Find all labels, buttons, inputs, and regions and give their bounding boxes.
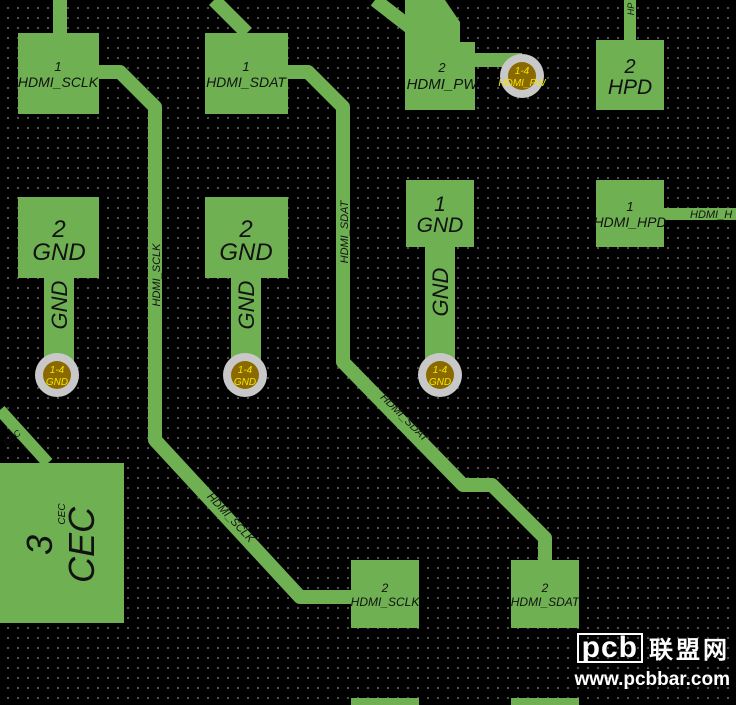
pad-gnd-a-net: GND — [32, 239, 85, 266]
pad-gnd-a-number: 2 — [51, 216, 65, 243]
pad-cec-3-label: 3 CEC CEC — [19, 503, 102, 583]
trace-label-sdat-diagonal: HDMI_SDAT — [378, 391, 432, 445]
trace-hdmi-sdat-top — [209, 0, 252, 38]
via-hdmi-pw-net: HDMI_PW — [498, 78, 547, 89]
via-gnd-a-layers: 1-4 — [50, 365, 65, 376]
pad-cec-3-number: 3 — [19, 535, 60, 555]
via-gnd-a: 1-4 GND — [35, 353, 79, 397]
pad-hdmi-sclk-2-number: 2 — [381, 581, 389, 595]
via-hdmi-pw: 1-4 HDMI_PW — [498, 54, 547, 98]
via-gnd-b: 1-4 GND — [223, 353, 267, 397]
pad-hdmi-sclk-1-number: 1 — [54, 59, 61, 74]
pad-hdmi-hpd-1-number: 1 — [626, 199, 633, 214]
trace-label-sclk-vertical: HDMI_SCLK — [151, 243, 163, 307]
trace-label-gnd-c: GND — [428, 267, 453, 316]
watermark-logo: pcb 联盟网 — [574, 630, 730, 665]
pad-hdmi-sdat-2-net: HDMI_SDAT — [511, 595, 581, 609]
trace-label-gnd-a: GND — [47, 280, 72, 329]
pad-cec-3-small-net: CEC — [57, 503, 68, 525]
pad-gnd-b-net: GND — [219, 239, 272, 266]
pad-hpd-2-net: HPD — [608, 76, 652, 99]
trace-label-hpd-top: HP — [626, 3, 636, 16]
pad-partial-bottom-left — [351, 698, 419, 705]
pad-hdmi-pw-2-number: 2 — [437, 60, 446, 75]
watermark: pcb 联盟网 www.pcbbar.com — [574, 630, 730, 691]
pad-hdmi-sdat-2-number: 2 — [541, 581, 549, 595]
watermark-brand: pcb — [576, 632, 643, 663]
pad-gnd-c — [406, 180, 474, 247]
trace-cec — [0, 405, 53, 468]
pad-gnd-b-number: 2 — [238, 216, 252, 243]
pad-hdmi-sclk-2-net: HDMI_SCLK — [351, 595, 421, 609]
via-gnd-c-layers: 1-4 — [433, 365, 448, 376]
trace-label-sdat-vertical: HDMI_SDAT — [339, 199, 351, 263]
vias: 1-4 HDMI_PW 1-4 GND 1-4 GND 1-4 GND — [35, 54, 547, 397]
pad-hdmi-sclk-1 — [18, 33, 99, 114]
via-gnd-b-net: GND — [234, 377, 256, 388]
trace-hdmi-sdat — [288, 65, 552, 560]
pad-gnd-c-number: 1 — [434, 193, 446, 216]
pad-hdmi-sclk-1-net: HDMI_SCLK — [18, 74, 99, 90]
via-gnd-c-net: GND — [429, 377, 451, 388]
trace-hdmi-sclk — [98, 65, 352, 604]
pad-hdmi-pw-2 — [405, 0, 475, 110]
pads — [0, 0, 664, 705]
via-gnd-a-net: GND — [46, 377, 68, 388]
pad-hdmi-pw-2-net: HDMI_PW — [407, 76, 480, 93]
pad-hdmi-hpd-1 — [596, 180, 664, 247]
pad-hdmi-sdat-2 — [511, 560, 579, 628]
pad-cec-3 — [0, 463, 124, 623]
trace-label-hdmi-hpd-right: HDMI_H — [690, 209, 732, 221]
pad-labels: 1 HDMI_SCLK 1 HDMI_SDAT 2 HDMI_PW 2 HPD … — [18, 56, 667, 609]
pad-hdmi-hpd-1-net: HDMI_HPD — [593, 214, 666, 230]
via-gnd-b-layers: 1-4 — [238, 365, 253, 376]
pad-gnd-b — [205, 197, 288, 278]
pad-gnd-c-net: GND — [417, 214, 464, 237]
pad-hpd-2-number: 2 — [623, 56, 635, 78]
watermark-cn: 联盟网 — [649, 636, 730, 664]
pad-gnd-a — [18, 197, 99, 278]
via-gnd-c: 1-4 GND — [418, 353, 462, 397]
watermark-url: www.pcbbar.com — [574, 669, 730, 690]
trace-label-gnd-b: GND — [234, 280, 259, 329]
via-hdmi-pw-layers: 1-4 — [515, 66, 530, 77]
pad-cec-3-net: CEC — [61, 506, 102, 583]
pad-hdmi-sdat-1-net: HDMI_SDAT — [206, 74, 287, 90]
trace-label-sclk-diagonal: HDMI_SCLK — [204, 491, 256, 546]
pad-hdmi-sclk-2 — [351, 560, 419, 628]
pad-partial-bottom-right — [511, 698, 579, 705]
pad-hdmi-sdat-1-number: 1 — [242, 59, 249, 74]
pad-hdmi-sdat-1 — [205, 33, 288, 114]
pad-hpd-2 — [596, 40, 664, 110]
